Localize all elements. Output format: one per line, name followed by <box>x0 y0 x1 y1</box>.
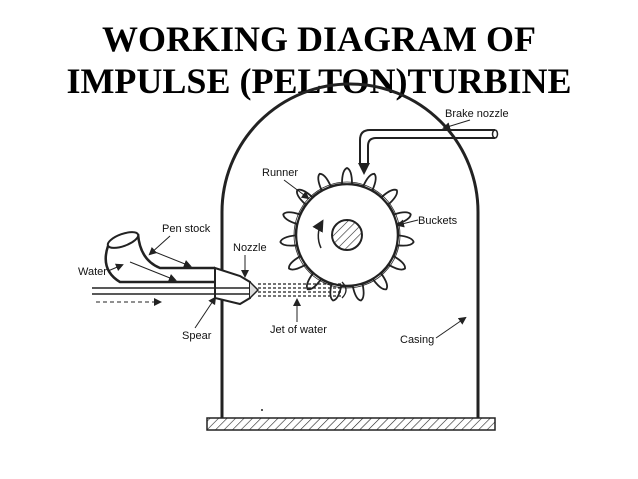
svg-text:Buckets: Buckets <box>418 215 458 227</box>
title-line-1: WORKING DIAGRAM OF <box>102 19 536 59</box>
svg-text:Jet of water: Jet of water <box>270 324 327 336</box>
svg-text:Nozzle: Nozzle <box>233 242 267 254</box>
runner-wheel <box>279 167 415 302</box>
svg-text:Brake nozzle: Brake nozzle <box>445 108 509 120</box>
label-spear: Spear <box>182 296 217 342</box>
spear <box>92 287 250 306</box>
label-water: Water <box>78 263 124 278</box>
label-pen-stock: Pen stock <box>148 223 211 256</box>
svg-text:Water: Water <box>78 266 107 278</box>
diagram-title: WORKING DIAGRAM OF IMPULSE (PELTON)TURBI… <box>0 18 638 102</box>
pen-stock <box>104 231 215 284</box>
nozzle <box>214 266 260 306</box>
label-brake-nozzle: Brake nozzle <box>442 108 509 131</box>
label-nozzle: Nozzle <box>233 242 267 278</box>
runner-shaft <box>331 219 363 251</box>
rotation-arrow <box>312 219 324 249</box>
label-jet-of-water: Jet of water <box>270 298 327 336</box>
water-jet <box>258 281 347 299</box>
buckets <box>279 167 415 302</box>
label-casing: Casing <box>400 316 467 346</box>
ground-base <box>206 417 496 431</box>
svg-text:Spear: Spear <box>182 330 212 342</box>
svg-text:Runner: Runner <box>262 167 298 179</box>
label-buckets: Buckets <box>396 215 458 228</box>
title-line-2: IMPULSE (PELTON)TURBINE <box>66 61 572 101</box>
label-runner: Runner <box>262 167 310 200</box>
svg-text:Casing: Casing <box>400 334 434 346</box>
casing <box>220 82 480 418</box>
svg-text:Pen stock: Pen stock <box>162 223 211 235</box>
brake-nozzle <box>358 129 499 175</box>
